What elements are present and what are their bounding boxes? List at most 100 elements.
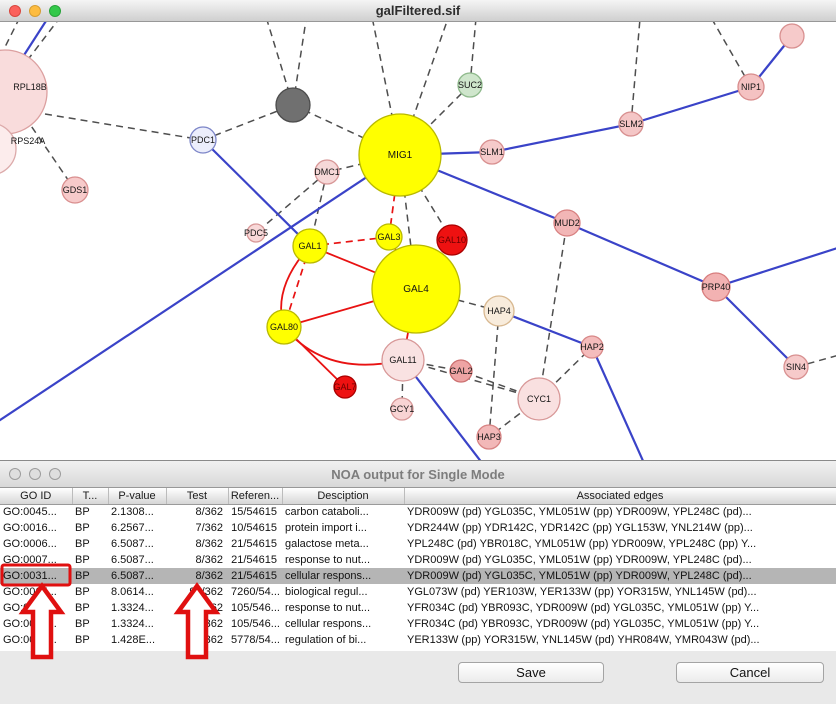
table-cell[interactable]: 6.5087... xyxy=(111,554,154,566)
graph-edge-blue[interactable] xyxy=(715,244,836,289)
graph-node-unlabeled[interactable] xyxy=(275,87,311,123)
table-cell[interactable]: YDR009W (pd) YGL035C, YML051W (pp) YDR00… xyxy=(407,554,752,566)
graph-node-RPS24A[interactable] xyxy=(0,123,17,175)
table-cell[interactable]: BP xyxy=(75,538,90,550)
zoom-button[interactable] xyxy=(49,4,61,17)
table-cell[interactable]: YDR009W (pd) YGL035C, YML051W (pp) YDR00… xyxy=(407,506,752,519)
table-cell[interactable]: 6.5087... xyxy=(111,538,154,550)
graph-edge-blue[interactable] xyxy=(491,122,632,154)
table-cell[interactable]: 21/54615 xyxy=(231,538,277,550)
table-cell[interactable]: BP xyxy=(72,568,108,584)
graph-edge-dash[interactable] xyxy=(202,104,294,141)
graph-node-GAL3[interactable] xyxy=(375,223,403,251)
table-cell[interactable]: biological regul... xyxy=(285,586,368,598)
table-cell[interactable]: 10/54615 xyxy=(231,522,277,534)
table-cell[interactable]: 2.1308... xyxy=(111,506,154,519)
table-cell[interactable]: 21/54615 xyxy=(231,554,277,566)
table-cell[interactable]: 7260/54... xyxy=(231,586,280,598)
minimize-button[interactable] xyxy=(29,4,41,17)
table-cell[interactable]: GO:0065... xyxy=(3,586,57,598)
column-header-go-id[interactable]: GO ID xyxy=(0,488,73,505)
graph-node-GAL80[interactable] xyxy=(266,309,302,345)
graph-edge-blue[interactable] xyxy=(566,221,717,289)
table-cell[interactable]: 8.0614... xyxy=(111,586,154,598)
table-cell[interactable]: GO:0045... xyxy=(3,506,57,519)
table-cell[interactable]: carbon cataboli... xyxy=(285,506,369,519)
column-header-associated-edges[interactable]: Associated edges xyxy=(404,488,836,505)
noa-window-titlebar[interactable]: NOA output for Single Mode xyxy=(0,461,836,488)
graph-node-GAL1[interactable] xyxy=(292,228,328,264)
table-cell[interactable]: YDR244W (pp) YDR142C, YDR142C (pp) YGL15… xyxy=(407,522,753,534)
column-header-p-value[interactable]: P-value xyxy=(108,488,167,505)
table-cell[interactable]: BP xyxy=(75,602,90,614)
save-button[interactable]: Save xyxy=(458,662,604,683)
graph-edge-dash[interactable] xyxy=(44,113,204,141)
graph-node-PDC5[interactable] xyxy=(246,223,266,243)
close-button[interactable] xyxy=(9,4,21,17)
graph-node-NIP1[interactable] xyxy=(737,73,765,101)
graph-edge-blue[interactable] xyxy=(715,286,797,368)
table-cell[interactable]: 11/362 xyxy=(190,602,223,614)
graph-edge-dash[interactable] xyxy=(538,222,568,400)
graph-node-PDC1[interactable] xyxy=(189,126,217,154)
graph-edge-blue[interactable] xyxy=(630,85,752,126)
graph-node-CYC1[interactable] xyxy=(517,377,561,421)
table-cell[interactable]: GO:0009... xyxy=(3,602,57,614)
table-cell[interactable]: BP xyxy=(75,634,90,646)
graph-edge-blue[interactable] xyxy=(498,309,593,349)
cancel-button[interactable]: Cancel xyxy=(676,662,824,683)
minimize-button[interactable] xyxy=(29,468,41,480)
graph-node-GDS1[interactable] xyxy=(61,176,89,204)
table-cell[interactable]: BP xyxy=(75,522,90,534)
table-cell[interactable]: 8/362 xyxy=(195,554,223,566)
table-cell[interactable]: BP xyxy=(75,506,90,519)
table-cell[interactable]: 1.3324... xyxy=(111,602,154,614)
column-header-test[interactable]: Test xyxy=(166,488,229,505)
column-header-t-[interactable]: T... xyxy=(72,488,109,505)
graph-node-GAL11[interactable] xyxy=(381,338,425,382)
table-cell[interactable]: galactose meta... xyxy=(285,538,369,550)
table-cell[interactable]: response to nut... xyxy=(285,554,370,566)
table-cell[interactable]: YER133W (pp) YOR315W, YNL145W (pd) YHR08… xyxy=(407,634,760,646)
graph-node-MIG1[interactable] xyxy=(358,113,442,197)
table-cell[interactable]: BP xyxy=(75,554,90,566)
table-cell[interactable]: 8/362 xyxy=(195,538,223,550)
close-button[interactable] xyxy=(9,468,21,480)
table-cell[interactable]: cellular respons... xyxy=(285,618,372,630)
graph-node-MUD2[interactable] xyxy=(553,209,581,237)
table-cell[interactable]: YFR034C (pd) YBR093C, YDR009W (pd) YGL03… xyxy=(407,618,760,630)
table-cell[interactable]: YFR034C (pd) YBR093C, YDR009W (pd) YGL03… xyxy=(407,602,760,614)
graph-node-GCY1[interactable] xyxy=(390,397,414,421)
table-cell[interactable]: 8/362 xyxy=(166,568,228,584)
table-cell[interactable]: YDR009W (pd) YGL035C, YML051W (pp) YDR00… xyxy=(404,568,836,584)
table-cell[interactable]: GO:0031... xyxy=(3,618,57,630)
table-cell[interactable]: YGL073W (pd) YER103W, YER133W (pp) YOR31… xyxy=(407,586,757,598)
column-header-referen-[interactable]: Referen... xyxy=(228,488,283,505)
table-cell[interactable]: 94/362 xyxy=(189,586,223,598)
table-row[interactable]: GO:0065... BP 8.0614... 94/362 7260/54... bio… xyxy=(0,584,836,600)
table-cell[interactable]: 105/546... xyxy=(231,618,280,630)
table-cell[interactable]: cellular respons... xyxy=(282,568,404,584)
graph-node-DMC1[interactable] xyxy=(314,159,340,185)
table-cell[interactable]: 80/362 xyxy=(189,634,223,646)
table-cell[interactable]: GO:0050... xyxy=(3,634,57,646)
graph-node-SLM2[interactable] xyxy=(618,111,644,137)
graph-edge-dash[interactable] xyxy=(24,116,76,191)
graph-edge-dash[interactable] xyxy=(469,22,477,86)
table-cell[interactable]: 6.2567... xyxy=(111,522,154,534)
graph-node-RPL18B[interactable] xyxy=(0,49,48,135)
table-cell[interactable]: 5778/54... xyxy=(231,634,280,646)
table-cell[interactable]: 7/362 xyxy=(195,522,223,534)
graph-node-SLM1[interactable] xyxy=(479,139,505,165)
table-cell[interactable]: 8/362 xyxy=(195,506,223,519)
table-cell[interactable]: BP xyxy=(75,586,90,598)
graph-edge-dash[interactable] xyxy=(630,22,641,125)
graph-node-unlabeled[interactable] xyxy=(779,23,805,49)
zoom-button[interactable] xyxy=(49,468,61,480)
table-cell[interactable]: 21/54615 xyxy=(228,568,282,584)
